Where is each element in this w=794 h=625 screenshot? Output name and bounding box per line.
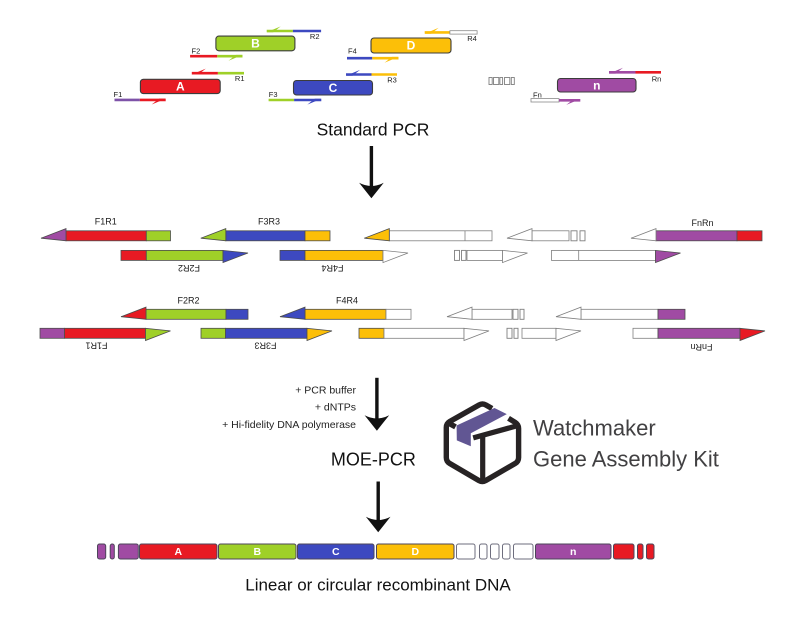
svg-text:F3R3: F3R3 (254, 341, 276, 351)
svg-text:C: C (332, 546, 340, 558)
svg-text:R2: R2 (310, 32, 320, 41)
svg-text:Linear or circular recombinant: Linear or circular recombinant DNA (245, 576, 511, 595)
svg-text:A: A (176, 80, 185, 94)
svg-text:R3: R3 (387, 76, 397, 85)
svg-text:+ dNTPs: + dNTPs (315, 402, 356, 414)
svg-text:F2: F2 (192, 46, 201, 55)
svg-text:F4R4: F4R4 (336, 296, 358, 306)
svg-text:C: C (329, 81, 338, 95)
svg-text:Standard PCR: Standard PCR (317, 120, 430, 140)
svg-text:F1R1: F1R1 (95, 217, 117, 227)
svg-text:FnRn: FnRn (690, 342, 712, 352)
svg-text:FnRn: FnRn (691, 218, 713, 228)
svg-text:A: A (174, 546, 182, 558)
svg-text:B: B (253, 546, 261, 558)
svg-text:+ Hi-fidelity DNA polymerase: + Hi-fidelity DNA polymerase (222, 419, 356, 431)
svg-text:D: D (407, 39, 416, 53)
svg-text:F4R4: F4R4 (321, 263, 343, 273)
svg-text:F2R2: F2R2 (178, 263, 200, 273)
svg-text:+ PCR buffer: + PCR buffer (295, 385, 356, 397)
svg-text:R1: R1 (235, 74, 245, 83)
svg-text:F1R1: F1R1 (85, 341, 107, 351)
svg-text:F1: F1 (114, 90, 123, 99)
svg-text:Watchmaker: Watchmaker (533, 416, 656, 441)
svg-text:Rn: Rn (652, 74, 662, 83)
svg-text:R4: R4 (467, 34, 477, 43)
svg-text:F3: F3 (269, 90, 278, 99)
svg-text:F4: F4 (348, 46, 357, 55)
svg-text:B: B (251, 37, 260, 51)
svg-text:MOE-PCR: MOE-PCR (331, 450, 416, 470)
svg-text:Fn: Fn (533, 90, 542, 99)
svg-text:D: D (411, 546, 419, 558)
svg-text:Gene Assembly Kit: Gene Assembly Kit (533, 447, 719, 472)
svg-text:F2R2: F2R2 (177, 296, 199, 306)
svg-text:n: n (593, 78, 600, 92)
svg-text:n: n (570, 546, 576, 558)
svg-text:F3R3: F3R3 (258, 217, 280, 227)
